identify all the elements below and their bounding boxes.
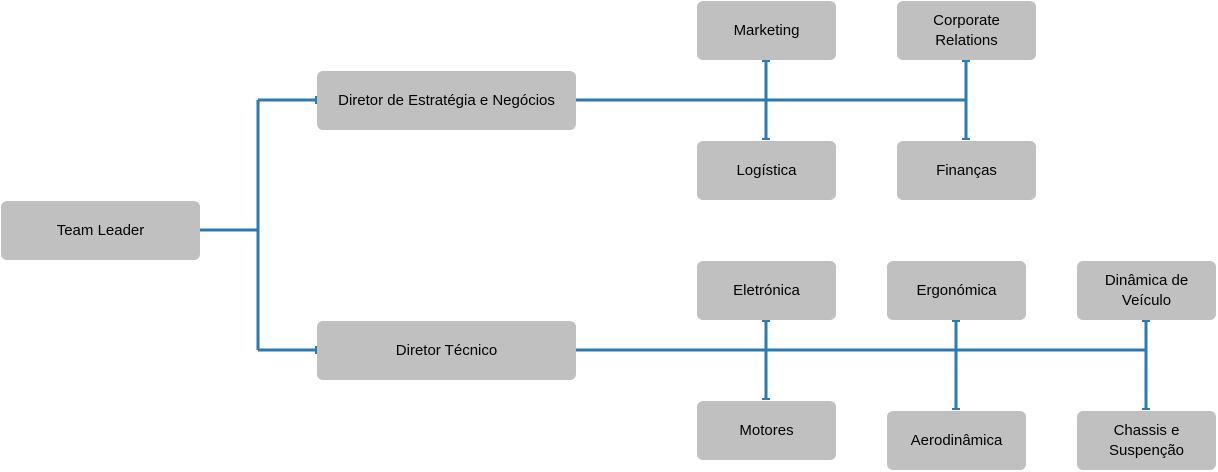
node-team-leader-label: Team Leader xyxy=(56,221,145,239)
node-logistica: Logística xyxy=(697,141,836,200)
connector-teamleader-trunk xyxy=(200,98,316,352)
node-dinamica-veiculo: Dinâmica de Veículo xyxy=(1077,261,1216,320)
node-corporate-relations-label: Corporate Relations xyxy=(933,11,1000,49)
node-chassis-suspensao-label: Chassis e Suspenção xyxy=(1108,421,1185,459)
node-marketing-label: Marketing xyxy=(733,21,800,39)
node-motores-label: Motores xyxy=(739,421,794,439)
node-motores: Motores xyxy=(697,401,836,460)
node-aerodinamica-label: Aerodinâmica xyxy=(910,431,1003,449)
node-director-technical: Diretor Técnico xyxy=(317,321,576,380)
node-ergonomica: Ergonómica xyxy=(887,261,1026,320)
node-financas-label: Finanças xyxy=(936,161,997,179)
node-corporate-relations: Corporate Relations xyxy=(897,1,1036,60)
node-logistica-label: Logística xyxy=(736,161,797,179)
node-chassis-suspensao: Chassis e Suspenção xyxy=(1077,411,1216,470)
node-team-leader: Team Leader xyxy=(1,201,200,260)
node-ergonomica-label: Ergonómica xyxy=(916,281,997,299)
node-aerodinamica: Aerodinâmica xyxy=(887,411,1026,470)
node-dinamica-veiculo-label: Dinâmica de Veículo xyxy=(1104,271,1189,309)
node-director-technical-label: Diretor Técnico xyxy=(395,341,498,359)
node-marketing: Marketing xyxy=(697,1,836,60)
node-financas: Finanças xyxy=(897,141,1036,200)
node-director-strategy-label: Diretor de Estratégia e Negócios xyxy=(338,91,555,109)
node-eletronica-label: Eletrónica xyxy=(733,281,800,299)
node-director-strategy: Diretor de Estratégia e Negócios xyxy=(317,71,576,130)
arrowhead-marks xyxy=(315,60,1150,410)
node-eletronica: Eletrónica xyxy=(697,261,836,320)
